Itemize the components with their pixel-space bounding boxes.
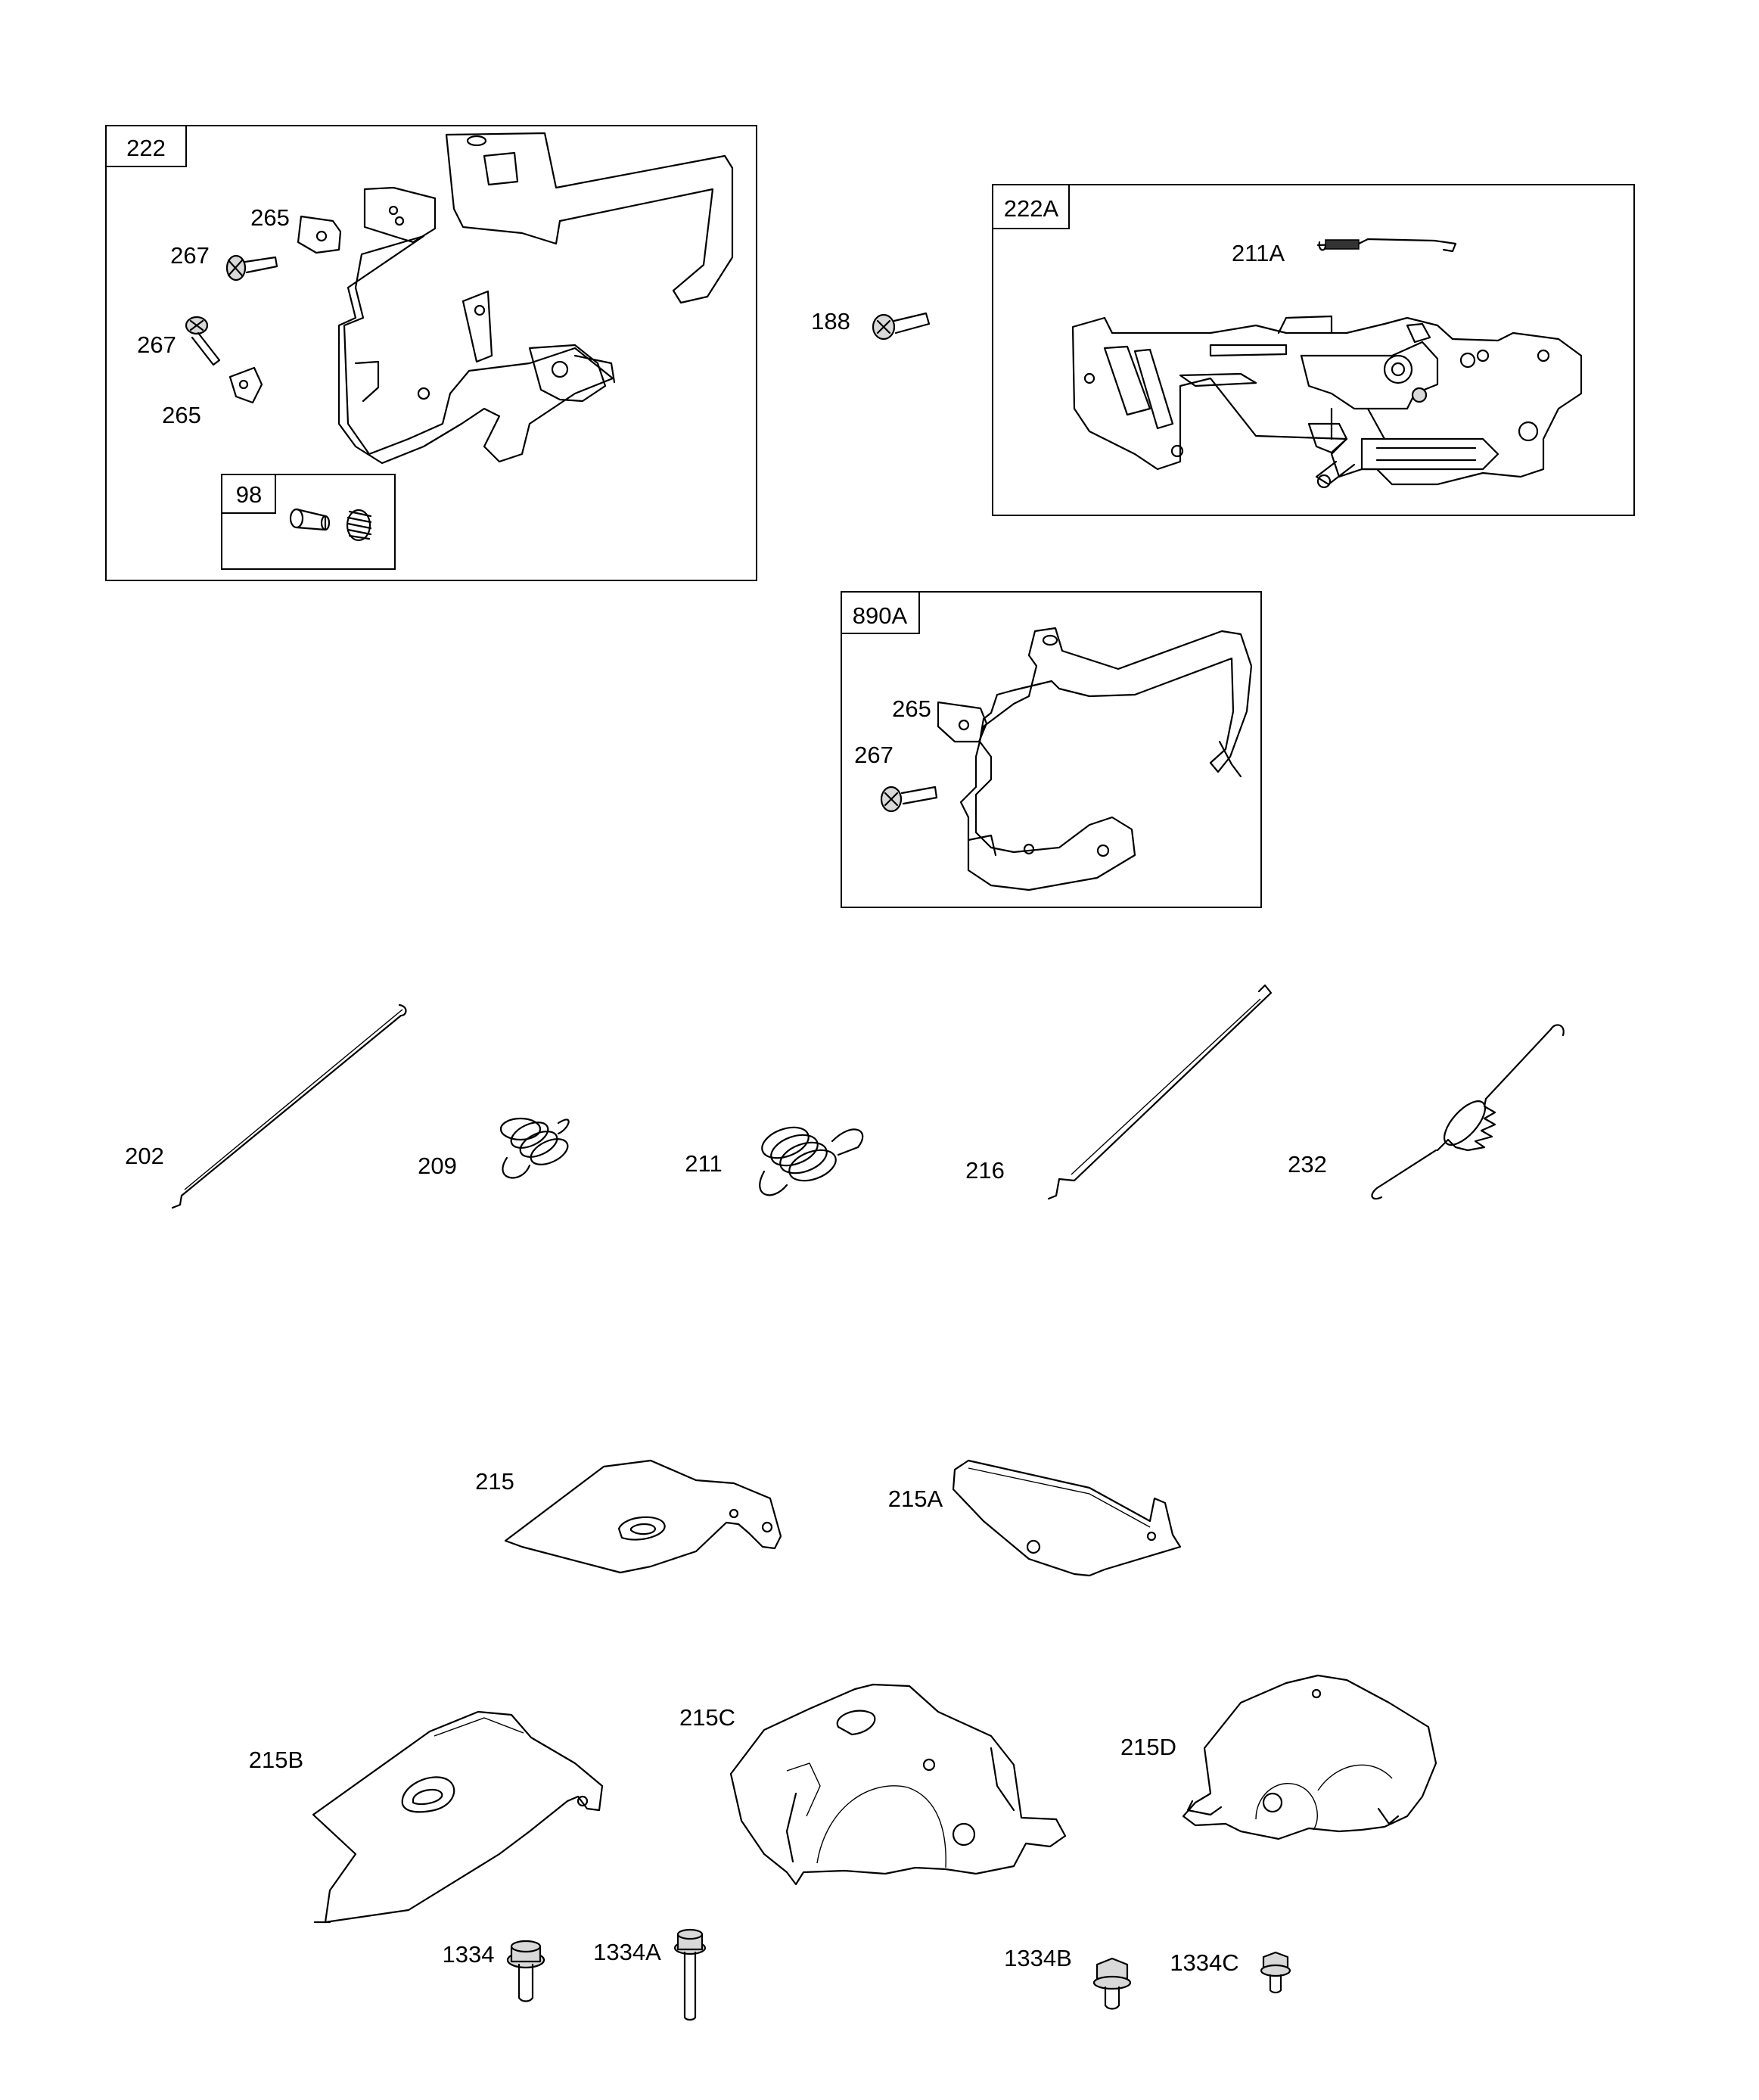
callout-1334A: 1334A bbox=[593, 1939, 661, 1965]
spring-211A bbox=[1316, 238, 1457, 253]
callout-188: 188 bbox=[811, 308, 850, 334]
screw-267-upper bbox=[225, 254, 278, 282]
control-bracket-890A bbox=[959, 627, 1253, 891]
spring-209 bbox=[499, 1117, 570, 1179]
shield-215A bbox=[952, 1459, 1182, 1577]
shield-215C bbox=[729, 1683, 1067, 1886]
spring-232 bbox=[1371, 1024, 1565, 1200]
shield-215 bbox=[504, 1459, 782, 1574]
group-890A-label: 890A bbox=[853, 602, 908, 629]
screw-1334 bbox=[506, 1940, 545, 2002]
group-222[interactable]: 222 265 267 bbox=[105, 125, 757, 581]
pin-98 bbox=[289, 508, 331, 531]
group-222-label: 222 bbox=[126, 135, 166, 161]
clip-265-upper bbox=[297, 215, 342, 254]
governor-control-assembly-222A bbox=[1071, 315, 1583, 489]
rod-202 bbox=[171, 1003, 407, 1209]
callout-216: 216 bbox=[965, 1157, 1005, 1184]
screw-1334C bbox=[1260, 1951, 1291, 1994]
callout-215C: 215C bbox=[679, 1704, 735, 1731]
callout-267-upper: 267 bbox=[170, 242, 210, 269]
group-222A[interactable]: 222A 211A bbox=[992, 184, 1635, 516]
spring-211 bbox=[759, 1126, 864, 1196]
callout-209: 209 bbox=[418, 1153, 457, 1179]
callout-211: 211 bbox=[685, 1150, 722, 1177]
callout-1334: 1334 bbox=[443, 1941, 495, 1968]
spring-98 bbox=[346, 509, 372, 542]
clip-265-890A bbox=[937, 701, 988, 743]
callout-202: 202 bbox=[125, 1143, 164, 1169]
callout-267-890A: 267 bbox=[854, 742, 893, 768]
callout-211A: 211A bbox=[1232, 240, 1285, 266]
group-890A[interactable]: 890A 265 267 bbox=[841, 591, 1262, 908]
callout-1334C: 1334C bbox=[1170, 1949, 1238, 1976]
control-bracket-222 bbox=[337, 132, 734, 465]
callout-215B: 215B bbox=[249, 1747, 303, 1773]
rod-216 bbox=[1047, 984, 1273, 1200]
shield-215B bbox=[312, 1710, 604, 1924]
callout-215: 215 bbox=[475, 1468, 514, 1495]
callout-265-890A: 265 bbox=[892, 695, 931, 722]
shield-215D bbox=[1182, 1674, 1437, 1840]
screw-267-890A bbox=[880, 786, 938, 813]
callout-215A: 215A bbox=[888, 1486, 943, 1512]
callout-265-lower: 265 bbox=[162, 402, 201, 428]
callout-267-lower: 267 bbox=[137, 331, 176, 358]
screw-267-lower bbox=[185, 316, 221, 366]
group-98[interactable]: 98 bbox=[221, 474, 396, 570]
callout-1334B: 1334B bbox=[1004, 1945, 1072, 1971]
screw-1334B bbox=[1092, 1957, 1132, 2010]
group-222A-label: 222A bbox=[1004, 195, 1059, 222]
group-98-label: 98 bbox=[236, 481, 262, 508]
callout-232: 232 bbox=[1288, 1151, 1327, 1178]
clip-265-lower bbox=[228, 366, 263, 404]
screw-1334A bbox=[673, 1928, 707, 2021]
callout-265-upper: 265 bbox=[250, 204, 290, 231]
screw-188 bbox=[872, 312, 931, 341]
callout-215D: 215D bbox=[1120, 1734, 1176, 1760]
